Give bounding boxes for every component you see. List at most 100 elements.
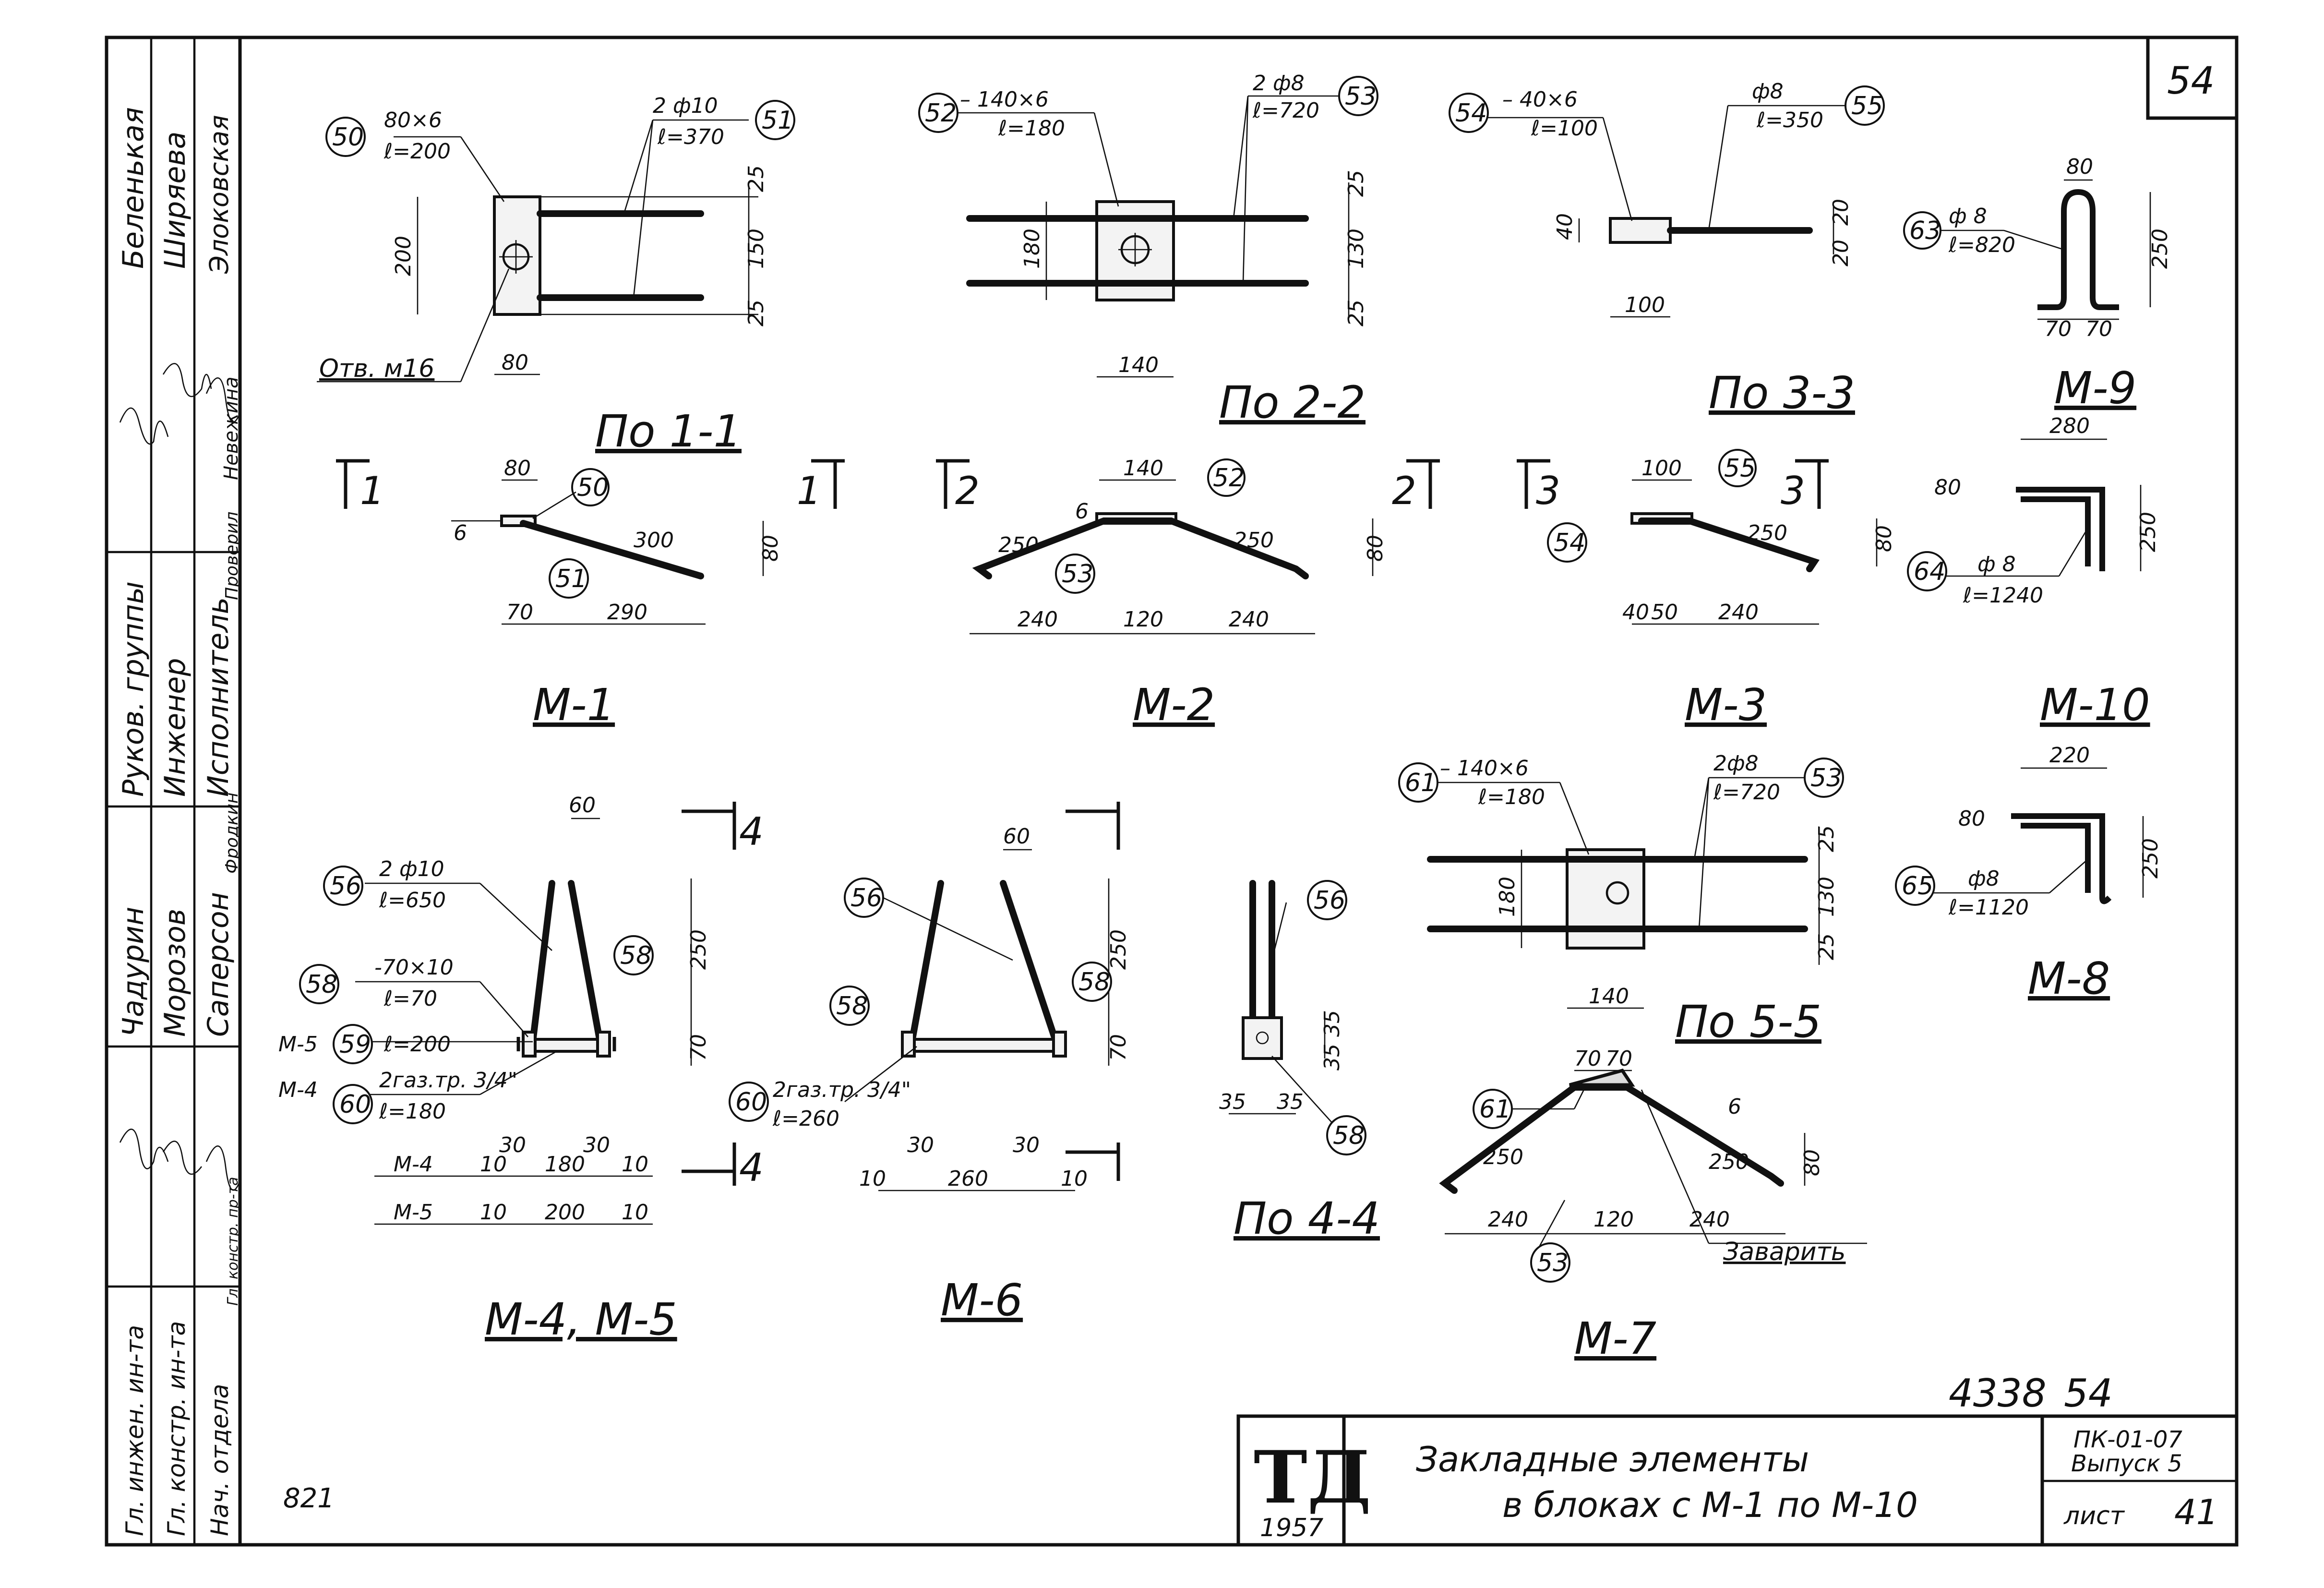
v5-bar: 2ф8 xyxy=(1713,751,1759,776)
section-mark-1b: 1 xyxy=(797,469,821,513)
v3-d-t: 20 xyxy=(1829,199,1853,226)
section-arrow-3b xyxy=(1795,459,1829,509)
m7-weld: Заварить xyxy=(1723,1238,1845,1266)
section-arrow-4c xyxy=(1066,802,1120,850)
m45-r5c: 10 xyxy=(622,1200,648,1225)
m45-d-b: 30 xyxy=(583,1133,610,1157)
v5-d-m: 130 xyxy=(1814,877,1839,917)
view-title-2: По 2-2 xyxy=(1219,377,1366,428)
m8-bar: ф 8 xyxy=(1949,204,1987,229)
m8-label: М-9 xyxy=(2054,362,2136,414)
corner-note: 821 xyxy=(283,1483,335,1514)
title-line-2: в блоках с М-1 по М-10 xyxy=(1502,1485,1918,1525)
v2-plate: – 140×6 xyxy=(960,87,1049,112)
m3-d2: 250 xyxy=(1747,521,1787,545)
v1-d-t: 25 xyxy=(744,165,768,192)
m45-row5: М-5 xyxy=(394,1200,433,1225)
m10-drawing xyxy=(1895,767,2144,906)
m6-d-l: 10 xyxy=(859,1167,886,1191)
section-arrow-2b xyxy=(1406,459,1440,509)
m1-label: М-1 xyxy=(533,679,615,731)
view-4-4 xyxy=(1229,880,1366,1155)
section-arrow-4d xyxy=(1066,1143,1120,1181)
v3-plate-l: ℓ=100 xyxy=(1531,116,1598,141)
signature-4 xyxy=(119,1129,169,1169)
v3-d-h: 40 xyxy=(1553,213,1577,240)
m1-n1: 50 xyxy=(577,473,609,502)
m45-drawing xyxy=(299,818,692,1225)
m3-label: М-3 xyxy=(1685,679,1767,731)
m3-drawing xyxy=(1547,449,1878,625)
m3-d6: 240 xyxy=(1718,600,1759,625)
stamp-name-2: Ширяева xyxy=(158,132,192,269)
m2-drawing xyxy=(970,458,1374,635)
m7-label: М-7 xyxy=(1574,1313,1656,1364)
m7-d5: 250 xyxy=(1709,1150,1749,1174)
m2-d5: 80 xyxy=(1363,535,1388,562)
m2-n2: 53 xyxy=(1062,560,1093,589)
m45-n58: 58 xyxy=(620,941,652,970)
m1-d3: 300 xyxy=(634,528,674,553)
v1-num-plate: 50 xyxy=(332,123,364,152)
archive-number: 4338 xyxy=(1949,1371,2047,1416)
v2-d-w: 140 xyxy=(1118,353,1159,377)
m45-r5a: 10 xyxy=(480,1200,507,1225)
m45-d-a: 30 xyxy=(499,1133,526,1157)
m45-r4a: 10 xyxy=(480,1152,507,1177)
view-title-1: По 1-1 xyxy=(595,406,742,457)
m2-d8: 240 xyxy=(1229,607,1269,632)
m7-d1: 70 xyxy=(1574,1047,1601,1071)
view-title-5: По 5-5 xyxy=(1675,996,1821,1047)
section-arrow-1a xyxy=(336,459,370,509)
title-sheet-number: 41 xyxy=(2174,1492,2218,1532)
v1-plate: 80×6 xyxy=(384,108,442,132)
m8-d-r: 70 xyxy=(2085,317,2112,341)
v2-plate-l: ℓ=180 xyxy=(998,116,1065,141)
v1-d-m: 150 xyxy=(744,229,768,269)
v4-d-d: 35 xyxy=(1320,1044,1344,1071)
m45-pl58-l: ℓ=70 xyxy=(383,986,437,1011)
v4-d-b: 35 xyxy=(1277,1090,1304,1114)
m2-d4: 250 xyxy=(1234,528,1274,553)
m2-d3: 250 xyxy=(998,533,1039,557)
m3-d3: 80 xyxy=(1872,525,1896,552)
m45-pipe60: 2газ.тр. 3/4" xyxy=(379,1068,517,1093)
v2-bar: 2 ф8 xyxy=(1253,71,1305,96)
m45-l60: ℓ=180 xyxy=(379,1099,446,1124)
m7-d8: 120 xyxy=(1593,1207,1634,1232)
m9-d-a: 80 xyxy=(1934,475,1961,500)
v4-d-a: 35 xyxy=(1219,1090,1246,1114)
m8-drawing xyxy=(1903,179,2151,320)
v2-d-h: 180 xyxy=(1020,229,1044,269)
v2-num-plate: 52 xyxy=(925,99,957,128)
m45-pre59: М-5 xyxy=(278,1032,318,1057)
m8-d-top: 80 xyxy=(2066,155,2093,179)
v3-bar: ф8 xyxy=(1752,79,1784,104)
m6-n58b: 58 xyxy=(1078,968,1110,997)
v3-d-b: 20 xyxy=(1829,240,1853,266)
m8-d-l: 70 xyxy=(2045,317,2072,341)
v2-num-bar: 53 xyxy=(1345,82,1377,111)
stamp-name-5: Чадурин xyxy=(117,907,150,1037)
m45-bar56-l: ℓ=650 xyxy=(379,888,446,913)
v5-num-plate: 61 xyxy=(1405,769,1437,797)
section-arrow-2a xyxy=(936,459,970,509)
m6-pipe60: 2газ.тр. 3/4" xyxy=(773,1078,911,1102)
section-mark-3b: 3 xyxy=(1781,469,1805,513)
m10-d-w: 220 xyxy=(2049,743,2090,768)
m6-d-h: 250 xyxy=(1106,929,1131,970)
v4-n58: 58 xyxy=(1333,1121,1365,1150)
view-title-4: По 4-4 xyxy=(1234,1193,1380,1244)
stamp-pos-4: Проверил xyxy=(222,511,242,600)
v2-bar-l: ℓ=720 xyxy=(1252,98,1319,123)
m9-label: М-10 xyxy=(2040,679,2150,731)
m9-num: 64 xyxy=(1914,557,1945,586)
stamp-name-4: Невежина xyxy=(220,376,242,480)
m45-row4: М-4 xyxy=(394,1152,433,1177)
view-1-1 xyxy=(317,100,795,383)
plate-61 xyxy=(1566,848,1645,950)
stamp-pos-7: Нач. отдела xyxy=(206,1384,234,1536)
m6-d-top: 60 xyxy=(1003,824,1030,849)
v3-plate: – 40×6 xyxy=(1502,87,1578,112)
archive-page: 54 xyxy=(2064,1371,2113,1416)
